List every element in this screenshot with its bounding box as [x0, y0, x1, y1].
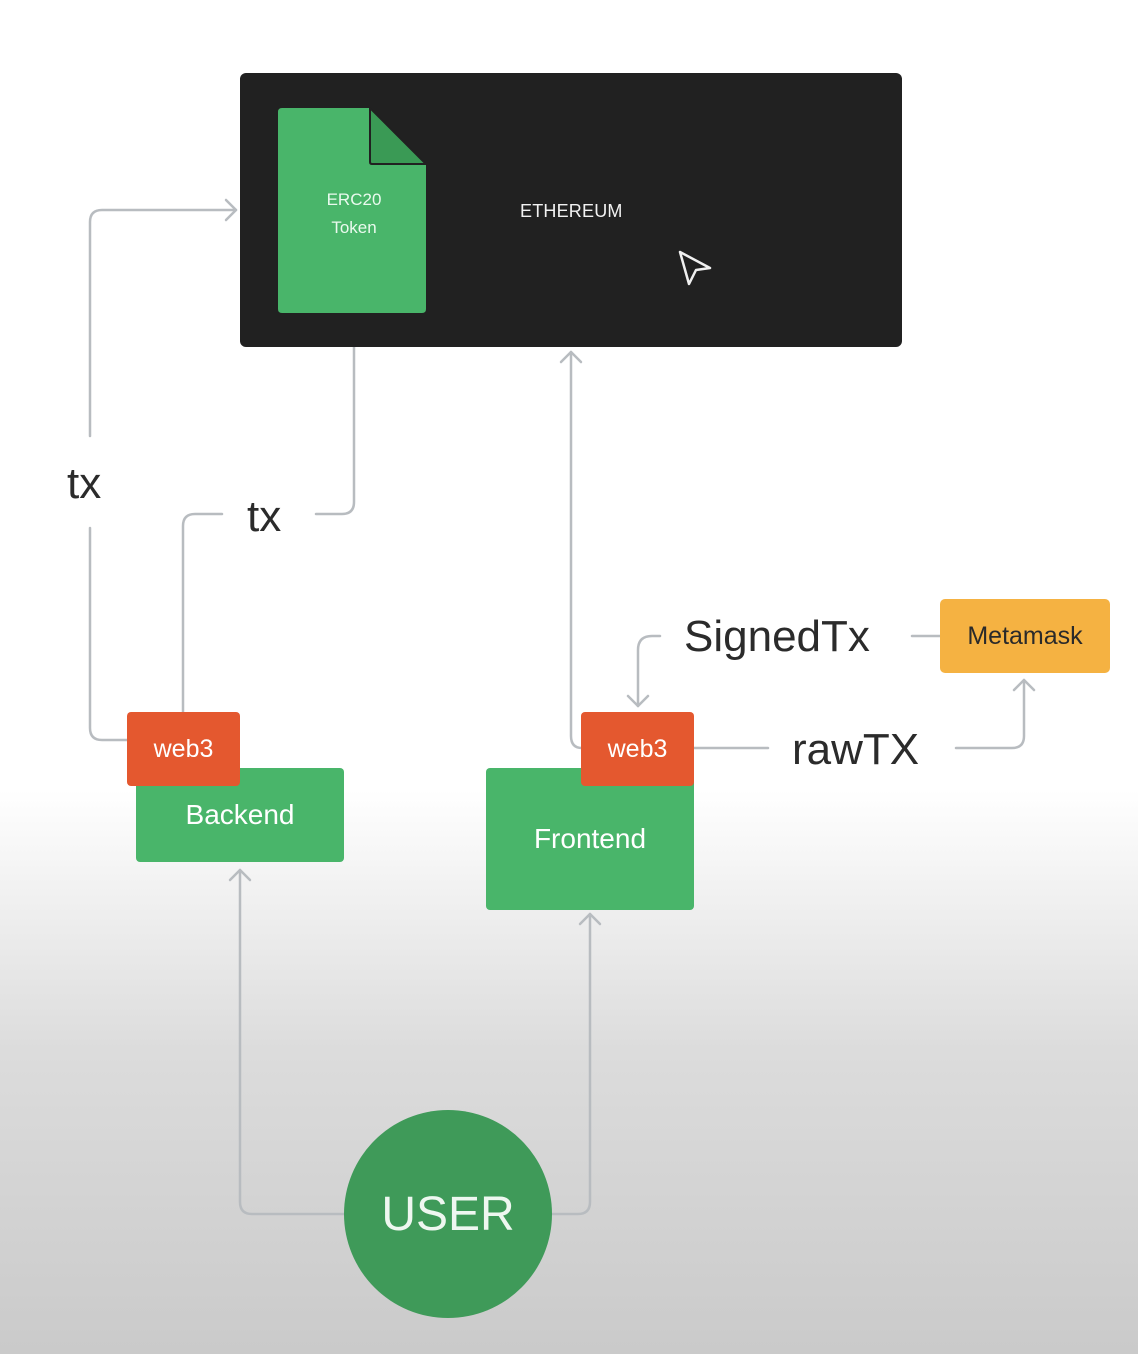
raw-tx-label: rawTX — [792, 725, 920, 774]
erc20-token-label: ERC20 Token — [300, 186, 408, 242]
user-node: USER — [344, 1110, 552, 1318]
signed-tx-label: SignedTx — [684, 612, 870, 661]
backend-label: Backend — [185, 799, 295, 830]
tx-inner-label: tx — [247, 492, 282, 541]
edge-frontend-ethereum — [569, 350, 584, 750]
cursor-icon — [678, 250, 712, 286]
token-line-2: Token — [331, 218, 377, 237]
file-icon — [278, 107, 427, 313]
tx-outer-label: tx — [67, 459, 102, 508]
edge-user-backend — [238, 868, 346, 1216]
ethereum-label: ETHEREUM — [520, 201, 623, 221]
token-line-1: ERC20 — [326, 190, 382, 209]
web3-backend-node: web3 — [127, 712, 240, 786]
frontend-node: Frontend — [486, 768, 694, 910]
web3-frontend-node: web3 — [581, 712, 694, 786]
metamask-node: Metamask — [940, 599, 1110, 673]
frontend-label: Frontend — [533, 823, 647, 854]
edge-tx-outer — [88, 526, 129, 742]
edge-user-frontend — [550, 912, 592, 1216]
edge-tx-inner — [181, 512, 224, 714]
